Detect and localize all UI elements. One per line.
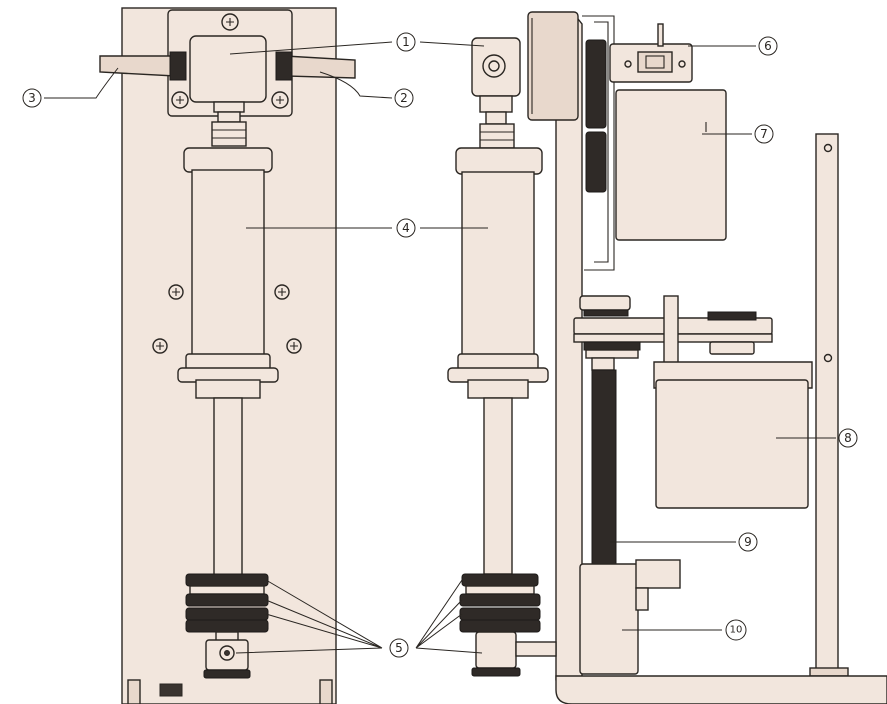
- leader-1b: [419, 41, 485, 47]
- front-knurled-nut-2: [185, 593, 269, 607]
- svg-text:3: 3: [28, 91, 36, 105]
- front-view: [99, 7, 356, 704]
- front-plunger-rod: [213, 397, 243, 577]
- side-bottom-block: [475, 631, 517, 669]
- callout-7: 7: [754, 124, 774, 144]
- svg-text:9: 9: [744, 535, 752, 549]
- front-connector-a: [213, 101, 245, 113]
- callout-1: 1: [396, 32, 416, 52]
- side-sensor-pin: [657, 23, 664, 47]
- side-connector-a: [479, 95, 513, 113]
- svg-text:1: 1: [402, 35, 410, 49]
- side-motor-bracket: [582, 15, 615, 271]
- front-bottom-knob: [159, 683, 183, 697]
- side-pulley-top: [579, 295, 631, 311]
- callout-9: 9: [738, 532, 758, 552]
- svg-text:2: 2: [400, 91, 408, 105]
- side-knurled-nut-3: [459, 607, 541, 621]
- side-bottom-arm: [515, 641, 557, 657]
- front-knurled-nut-1: [185, 573, 269, 587]
- front-connector-b: [217, 111, 241, 123]
- side-motor: [615, 89, 727, 241]
- front-valve-block: [189, 35, 267, 103]
- side-pulley-knurl-right: [707, 311, 757, 321]
- side-screw-collar: [591, 357, 615, 371]
- side-lead-screw: [591, 369, 617, 565]
- leader-5-right: [415, 579, 483, 654]
- callout-4: 4: [396, 218, 416, 238]
- side-knurled-nut-2: [459, 593, 541, 607]
- callout-3: 3: [22, 88, 42, 108]
- front-foot-left: [127, 679, 141, 704]
- front-nut-spacer-1: [189, 585, 265, 595]
- fitting-right: [275, 51, 293, 81]
- front-bottom-knurl: [203, 669, 251, 679]
- svg-text:10: 10: [730, 625, 743, 636]
- side-syringe-barrel: [461, 171, 535, 359]
- tube-right: [284, 55, 356, 79]
- callouts: 1 2 3 4 5 6 7 8: [22, 32, 858, 658]
- svg-text:5: 5: [395, 641, 403, 655]
- side-knurled-nut-4: [459, 619, 541, 633]
- svg-text:7: 7: [760, 127, 768, 141]
- fitting-left: [169, 51, 187, 81]
- callout-10: 10: [725, 619, 747, 641]
- front-knurled-nut-4: [185, 619, 269, 633]
- side-plunger-rod: [483, 397, 513, 575]
- side-view: [447, 11, 887, 704]
- callout-6: 6: [758, 36, 778, 56]
- callout-8: 8: [838, 428, 858, 448]
- side-base-tab: [635, 559, 681, 589]
- side-gear-lower: [585, 131, 607, 193]
- front-connector-c: [211, 121, 247, 147]
- leader-1: [229, 41, 393, 55]
- side-top-housing: [527, 11, 579, 121]
- side-pulley-knurl-left: [583, 341, 641, 351]
- callout-5: 5: [389, 638, 409, 658]
- front-syringe-barrel: [191, 169, 265, 359]
- side-syringe-hub: [467, 379, 529, 399]
- side-connector-c: [479, 123, 515, 149]
- tube-left: [99, 55, 176, 77]
- svg-text:8: 8: [844, 431, 852, 445]
- side-base-block: [579, 563, 639, 675]
- svg-text:4: 4: [402, 221, 410, 235]
- leader-5-left: [235, 579, 383, 654]
- side-knurled-nut-1: [461, 573, 539, 587]
- svg-text:6: 6: [764, 39, 772, 53]
- side-nut-spacer-1: [465, 585, 535, 595]
- side-syringe-cap: [455, 147, 543, 175]
- side-bottom-knurl: [471, 667, 521, 677]
- side-post: [815, 133, 839, 673]
- front-foot-right: [319, 679, 333, 704]
- side-post-base: [809, 667, 849, 677]
- front-knurled-nut-3: [185, 607, 269, 621]
- side-connector-b: [485, 111, 507, 125]
- side-motor-lower: [655, 379, 809, 509]
- front-syringe-cap: [183, 147, 273, 173]
- leader-lines: [44, 41, 836, 654]
- callout-2: 2: [394, 88, 414, 108]
- leader-2: [319, 71, 393, 99]
- side-base-plate: [555, 675, 887, 704]
- side-sensor-window: [637, 51, 673, 73]
- side-gear-upper: [585, 39, 607, 129]
- front-syringe-hub: [195, 379, 261, 399]
- leader-3: [44, 67, 119, 99]
